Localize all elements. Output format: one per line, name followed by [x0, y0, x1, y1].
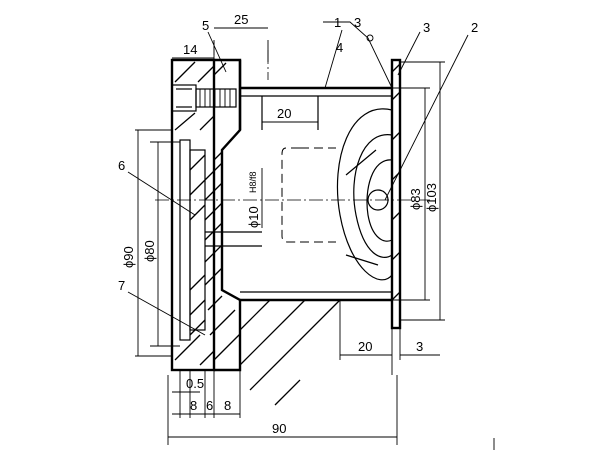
upper-flange-hatch: [174, 61, 227, 131]
dim-8-left: 8: [190, 398, 197, 413]
dim-8-right: 8: [224, 398, 231, 413]
dim-phi-90: ϕ90: [121, 246, 136, 268]
dim-phi-80: ϕ80: [142, 240, 157, 262]
dim-14: 14: [183, 42, 197, 57]
inner-disc: [174, 139, 215, 366]
dim-0-5: 0.5: [186, 376, 204, 391]
callout-6: 6: [118, 158, 125, 173]
housing-body: [204, 58, 242, 372]
dim-3: 3: [416, 339, 423, 354]
impeller: [336, 108, 393, 281]
callout-5: 5: [202, 18, 209, 33]
end-plate: [390, 58, 402, 330]
hidden-cavity: [281, 147, 336, 243]
shaft-stub: [205, 231, 262, 247]
lower-hatch: [239, 299, 341, 406]
dim-phi-10: ϕ10: [246, 206, 261, 228]
callout-7: 7: [118, 278, 125, 293]
callout-1: 1: [334, 15, 341, 30]
leaders: [127, 21, 469, 336]
weld-symbol: 3: [354, 15, 361, 30]
centerlines: [155, 40, 430, 201]
callout-2: 2: [471, 20, 478, 35]
dim-6: 6: [206, 398, 213, 413]
dim-20-top: 20: [277, 106, 291, 121]
dim-phi-103: ϕ103: [424, 183, 439, 212]
dim-90-total: 90: [272, 421, 286, 436]
dim-25: 25: [234, 12, 248, 27]
dimension-lines: [135, 27, 445, 445]
dim-20-bottom: 20: [358, 339, 372, 354]
left-flange-plate: [170, 58, 237, 372]
callout-3: 3: [423, 20, 430, 35]
dim-phi-83: ϕ83: [408, 188, 423, 210]
callout-4: 4: [336, 40, 343, 55]
tube: [240, 86, 392, 302]
dim-fit: H8/f8: [248, 171, 258, 193]
